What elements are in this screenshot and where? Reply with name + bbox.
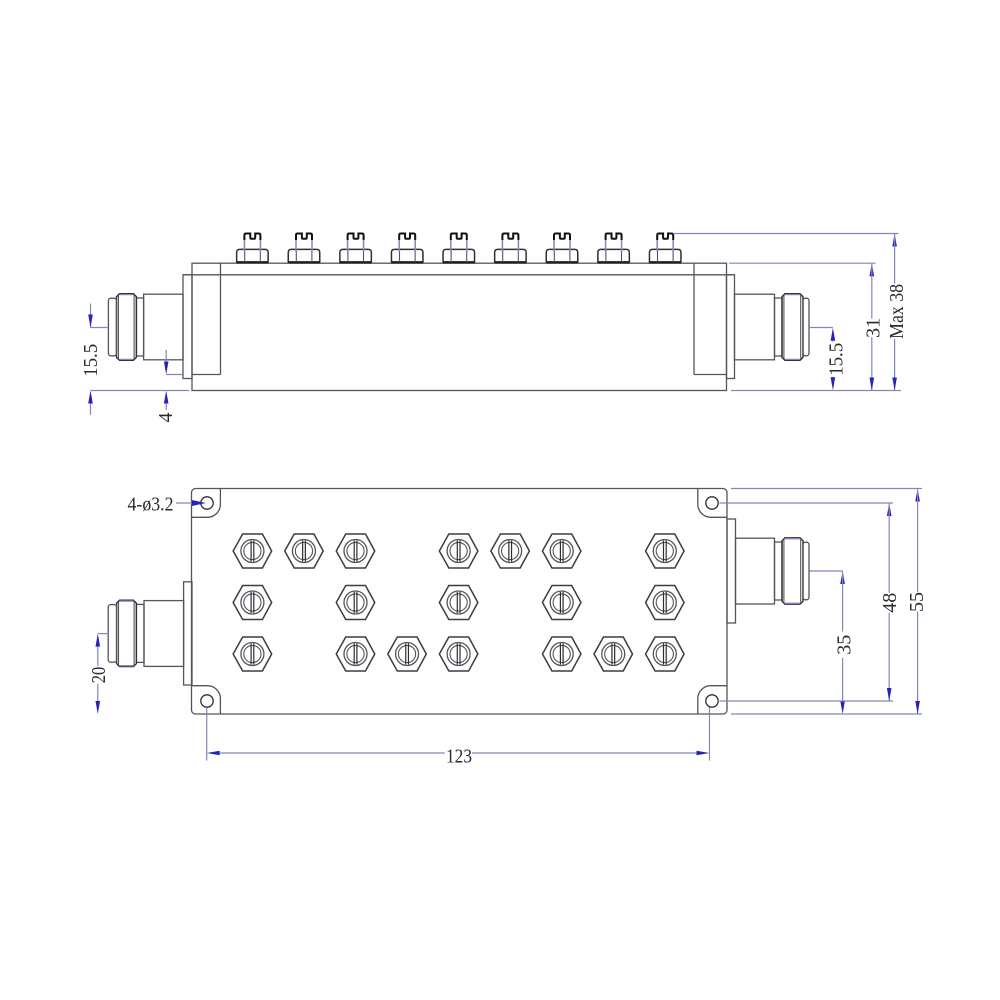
svg-text:55: 55 [906,592,928,612]
svg-text:48: 48 [879,593,901,613]
svg-text:15.5: 15.5 [80,344,102,377]
svg-text:31: 31 [863,318,885,338]
svg-text:15.5: 15.5 [825,343,847,376]
svg-text:Max 38: Max 38 [886,284,908,339]
svg-text:4: 4 [155,413,177,423]
svg-text:4-ø3.2: 4-ø3.2 [128,494,174,516]
svg-text:123: 123 [446,745,472,767]
svg-text:20: 20 [88,667,110,684]
svg-text:35: 35 [834,635,856,655]
